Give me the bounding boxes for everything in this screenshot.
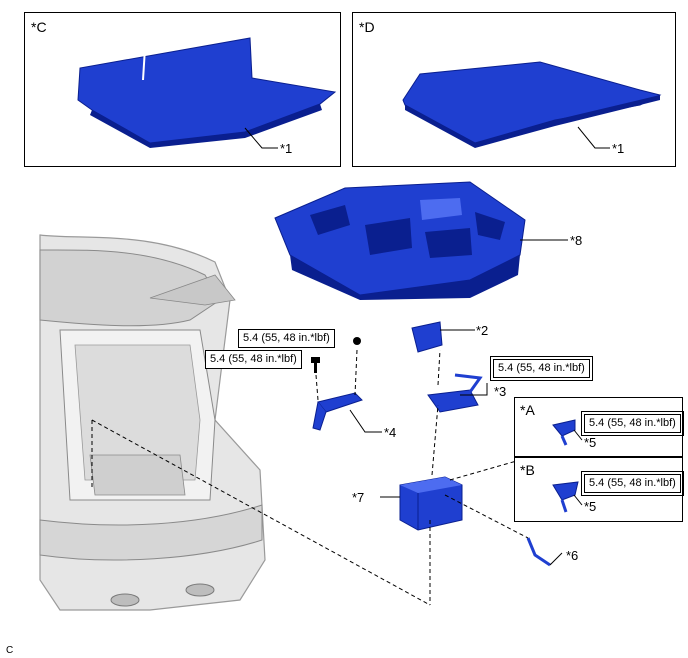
nut-icon xyxy=(353,337,361,345)
torque-clamp-item3: 5.4 (55, 48 in.*lbf) xyxy=(490,356,593,381)
battery-hold-down-clamp xyxy=(427,373,483,413)
luggage-tray xyxy=(274,181,526,300)
torque-nut-upper: 5.4 (55, 48 in.*lbf) xyxy=(238,329,335,348)
torque-terminal-b: 5.4 (55, 48 in.*lbf) xyxy=(581,471,684,496)
negative-cable xyxy=(526,537,551,567)
panel-d-tag: *D xyxy=(359,19,375,35)
callout-item1-c: *1 xyxy=(280,141,293,156)
battery-clamp-cover xyxy=(411,321,443,353)
callout-item4: *4 xyxy=(384,425,397,440)
callout-item7: *7 xyxy=(352,490,365,505)
panel-a-tag: *A xyxy=(520,402,535,418)
callout-item5-a: *5 xyxy=(584,435,597,450)
panel-c-tag: *C xyxy=(31,19,47,35)
bolt-icon xyxy=(311,357,320,373)
callout-item2: *2 xyxy=(476,323,489,338)
callout-item3: *3 xyxy=(494,384,507,399)
torque-terminal-a: 5.4 (55, 48 in.*lbf) xyxy=(581,411,684,436)
vehicle-rear-illustration xyxy=(39,234,266,611)
figure-id: C xyxy=(6,645,14,656)
callout-item1-d: *1 xyxy=(612,141,625,156)
battery xyxy=(399,476,463,531)
panel-d: *D xyxy=(352,12,676,167)
battery-bracket xyxy=(312,392,363,431)
panel-c: *C xyxy=(24,12,341,167)
callout-item8: *8 xyxy=(570,233,583,248)
panel-b-tag: *B xyxy=(520,462,535,478)
callout-item6: *6 xyxy=(566,548,579,563)
callout-item5-b: *5 xyxy=(584,499,597,514)
torque-bolt-left: 5.4 (55, 48 in.*lbf) xyxy=(205,350,302,369)
